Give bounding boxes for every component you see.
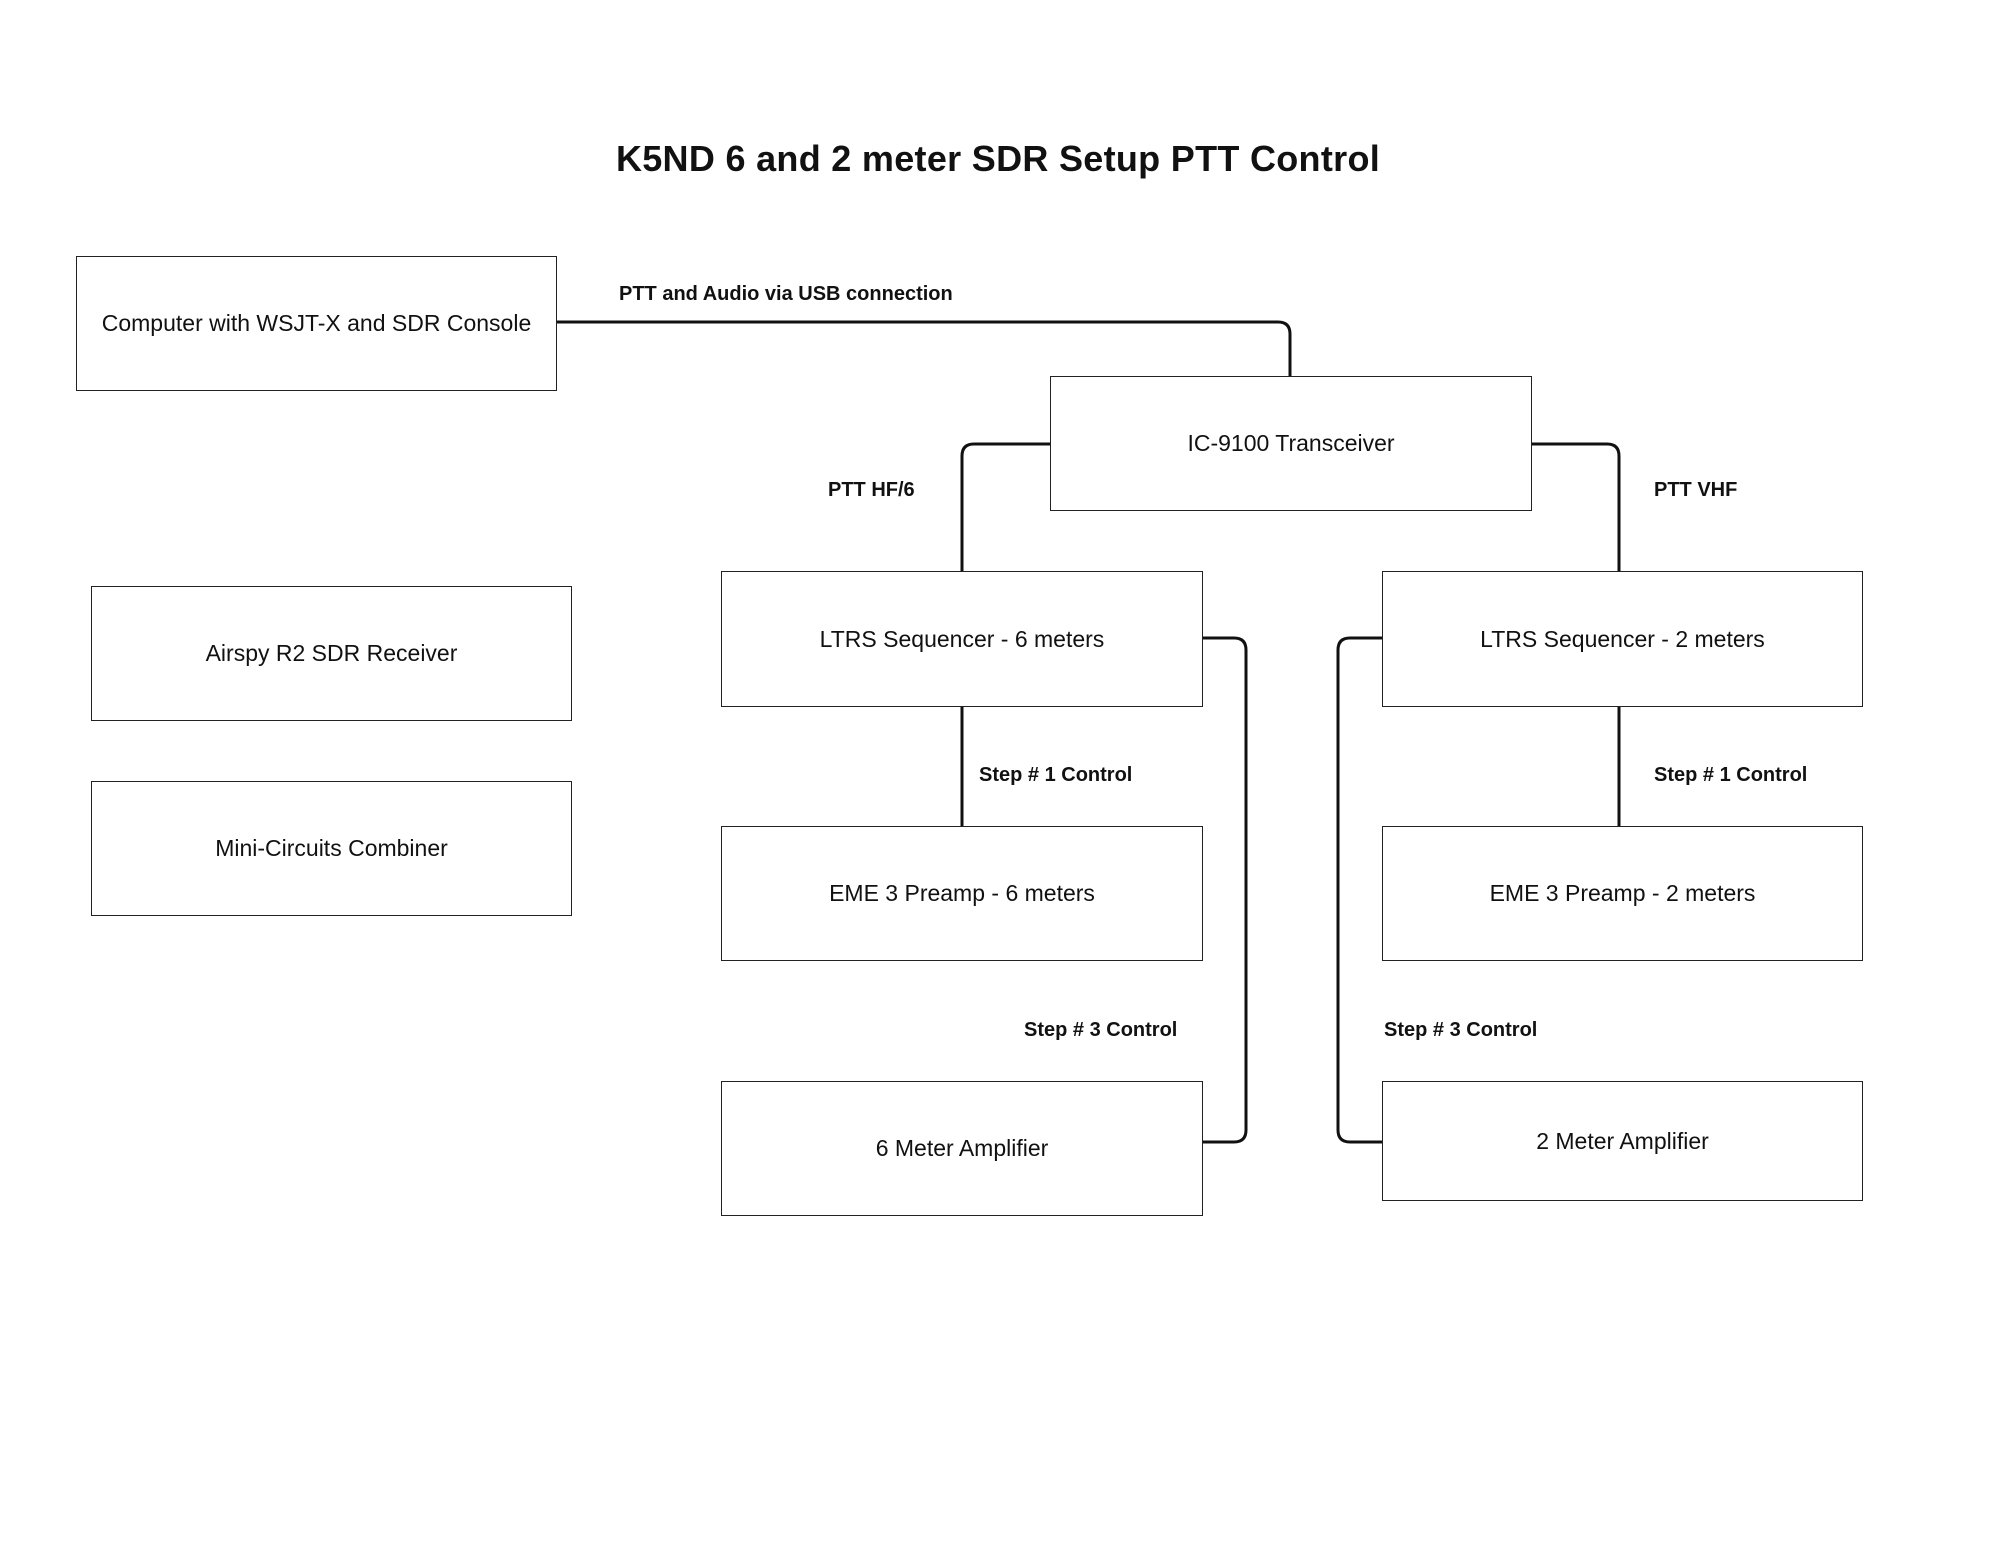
node-seq6: LTRS Sequencer - 6 meters	[721, 571, 1203, 707]
edge-seq6-amp6	[1202, 636, 1248, 1144]
edge-label-ptt-hf6: PTT HF/6	[828, 479, 915, 501]
edge-seq2-amp2	[1336, 636, 1382, 1144]
node-preamp2: EME 3 Preamp - 2 meters	[1382, 826, 1863, 961]
node-preamp6: EME 3 Preamp - 6 meters	[721, 826, 1203, 961]
node-airspy: Airspy R2 SDR Receiver	[91, 586, 572, 721]
node-transceiver: IC-9100 Transceiver	[1050, 376, 1532, 511]
node-seq2: LTRS Sequencer - 2 meters	[1382, 571, 1863, 707]
node-computer: Computer with WSJT-X and SDR Console	[76, 256, 557, 391]
diagram-title: K5ND 6 and 2 meter SDR Setup PTT Control	[615, 138, 1381, 179]
edge-computer-transceiver	[556, 320, 1292, 376]
node-combiner: Mini-Circuits Combiner	[91, 781, 572, 916]
edge-label-usb: PTT and Audio via USB connection	[619, 283, 953, 305]
edge-label-ptt-vhf: PTT VHF	[1654, 479, 1738, 501]
edge-label-step3-6: Step # 3 Control	[1024, 1019, 1178, 1041]
edge-transceiver-seq2	[1531, 442, 1621, 571]
node-amp2: 2 Meter Amplifier	[1382, 1081, 1863, 1201]
node-amp6: 6 Meter Amplifier	[721, 1081, 1203, 1216]
edge-transceiver-seq6	[960, 442, 1050, 571]
edge-label-step3-2: Step # 3 Control	[1384, 1019, 1538, 1041]
edge-label-step1-6: Step # 1 Control	[979, 764, 1133, 786]
edge-label-step1-2: Step # 1 Control	[1654, 764, 1808, 786]
